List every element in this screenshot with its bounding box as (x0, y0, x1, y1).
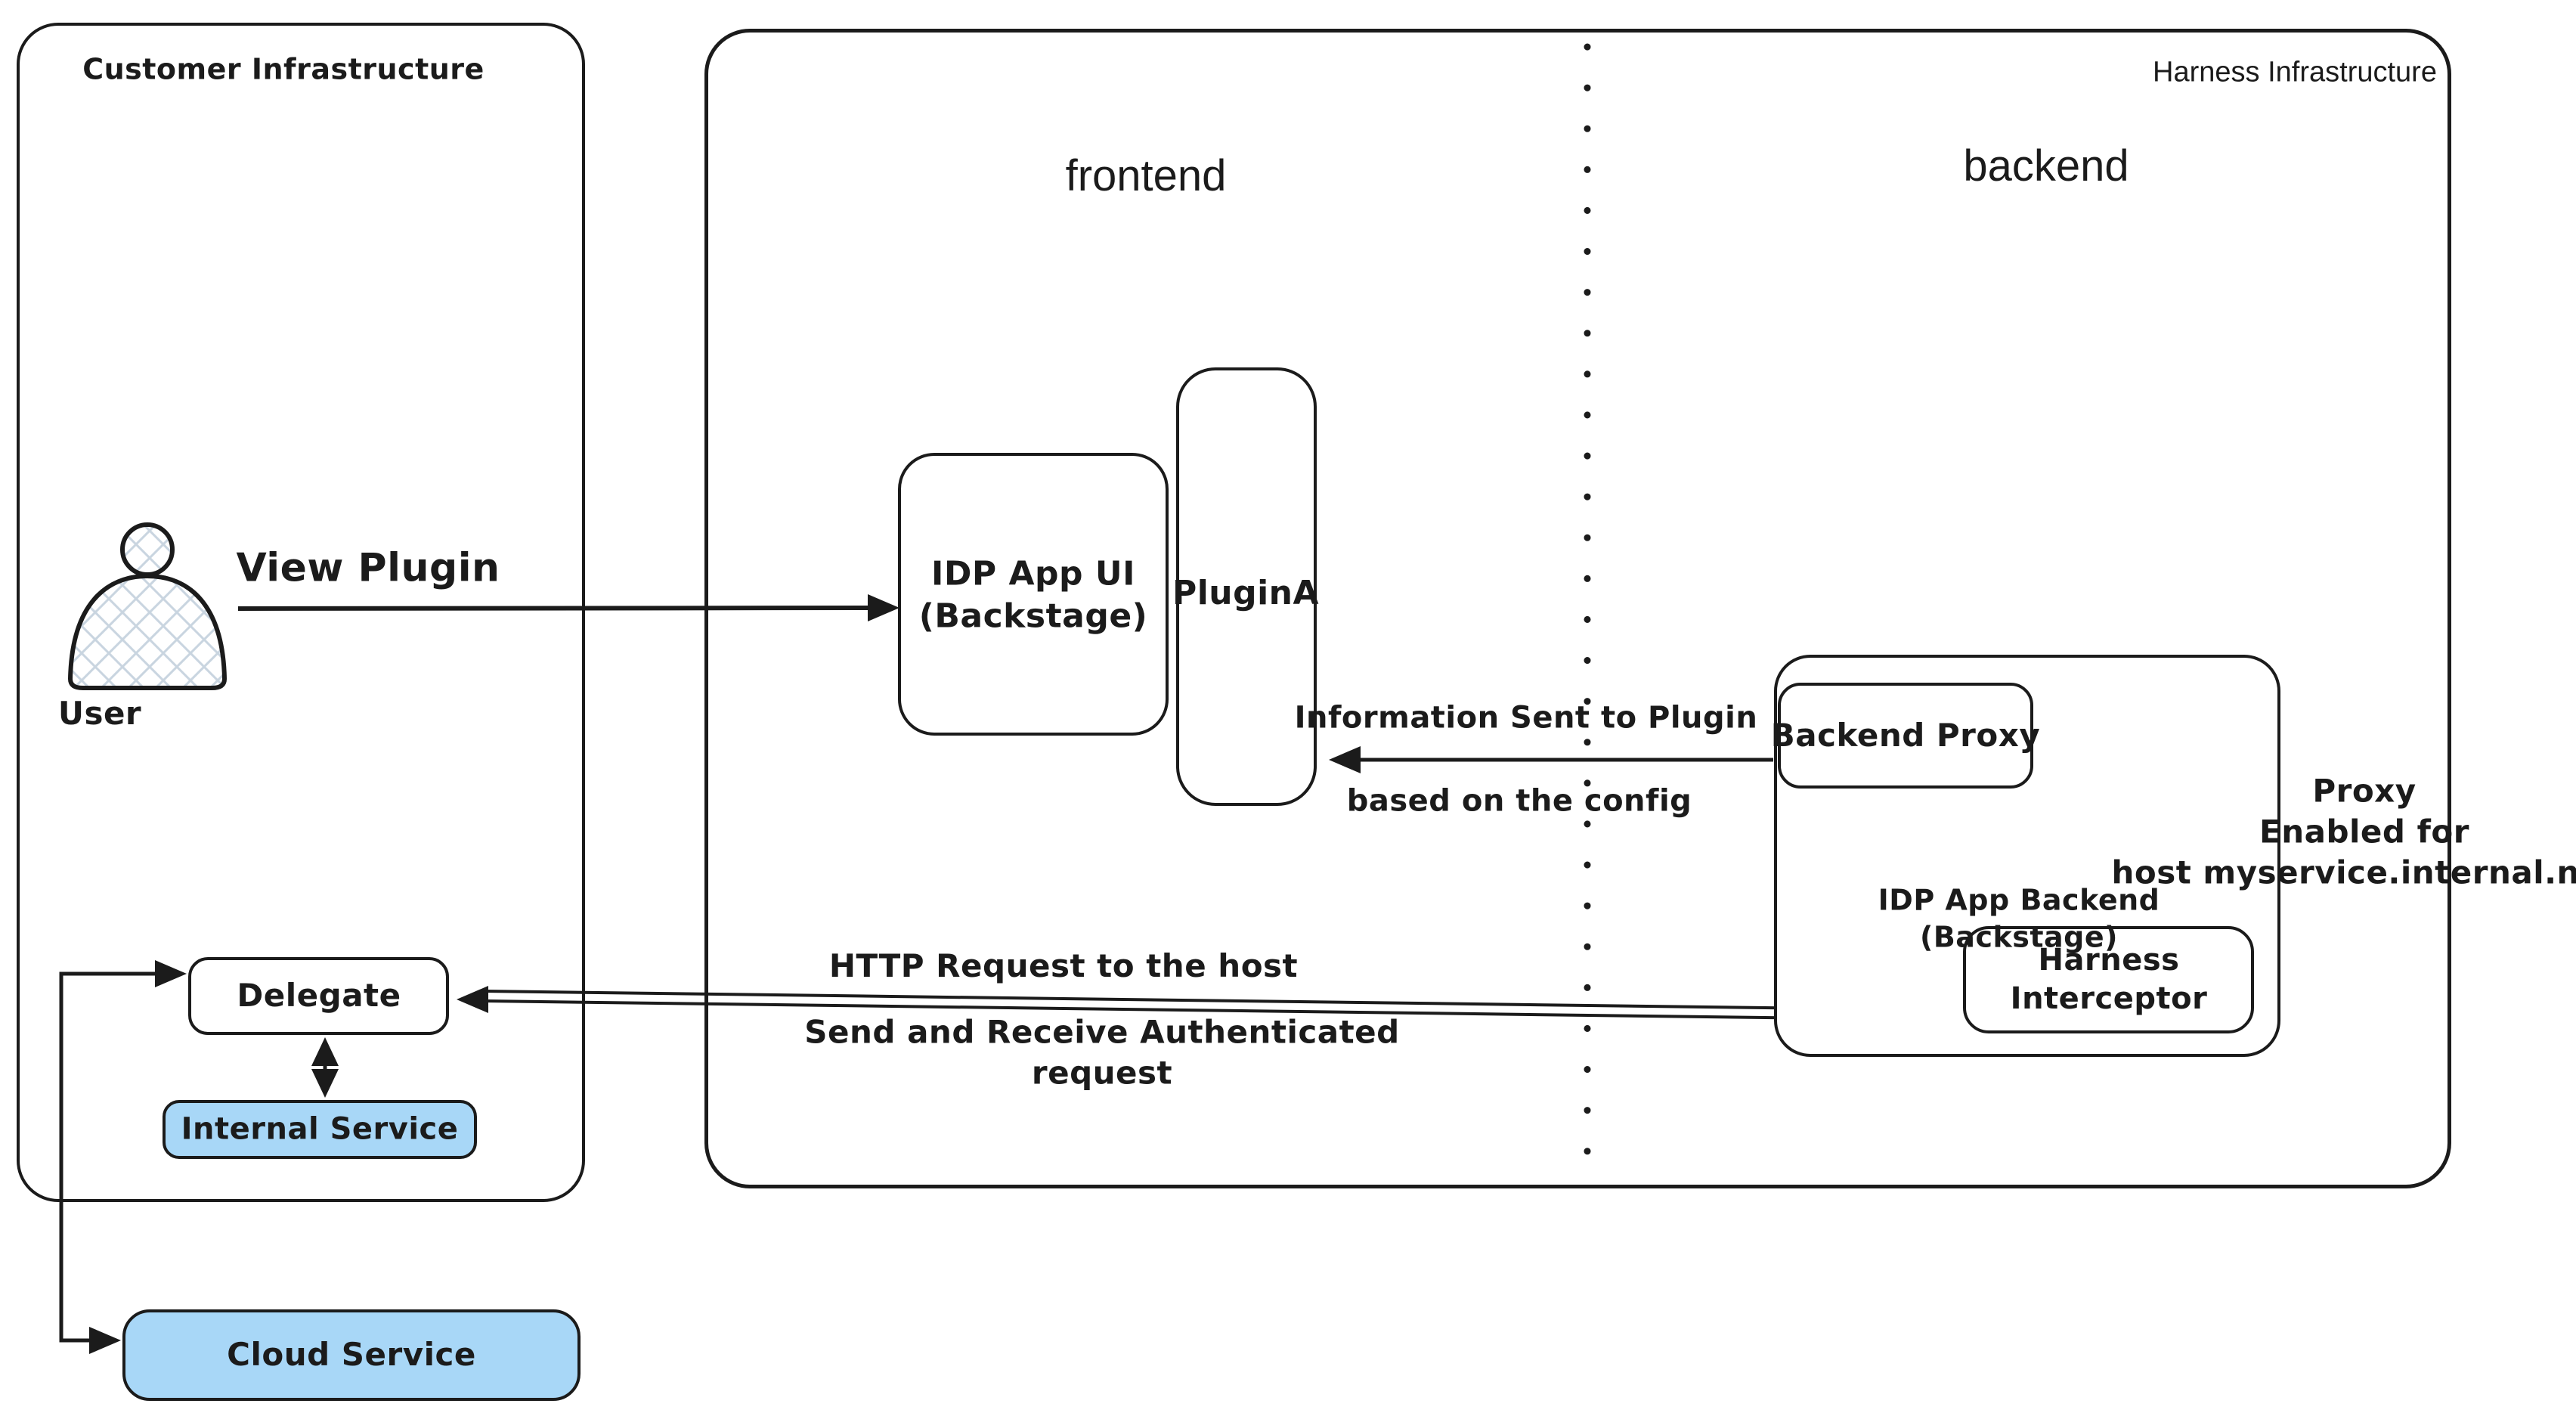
harness-interceptor-line1: Harness (2038, 942, 2180, 978)
delegate-label: Delegate (237, 977, 401, 1015)
backend-proxy-label: Backend Proxy (1770, 717, 2041, 754)
delegate-cloud-connector (59, 960, 187, 1354)
idp-app-backend-label: IDP App Backend (Backstage) (1878, 882, 2160, 955)
internal-service-box (163, 1100, 477, 1159)
auth-request-label: Send and Receive Authenticated request (804, 1012, 1399, 1093)
backend-proxy-box (1778, 683, 2033, 789)
user-icon (67, 522, 228, 690)
delegate-internal-arrow (311, 1037, 339, 1098)
plugin-a-label: PluginA (1172, 573, 1320, 612)
info-to-plugin-label-line1: Information Sent to Plugin (1294, 700, 1758, 736)
customer-infrastructure-title: Customer Infrastructure (82, 52, 485, 86)
view-plugin-label: View Plugin (236, 545, 500, 591)
auth-request-line1: Send and Receive Authenticated (804, 1013, 1400, 1051)
proxy-note-line3: host myservice.internal.net (2111, 853, 2576, 891)
harness-interceptor-box (1963, 926, 2254, 1033)
harness-infrastructure-title: Harness Infrastructure (2153, 56, 2437, 88)
harness-interceptor-line2: Interceptor (2010, 981, 2208, 1016)
idp-app-ui-box (898, 453, 1169, 736)
plugin-a-box (1176, 367, 1317, 806)
idp-app-ui-label: IDP App UI (Backstage) (919, 553, 1148, 639)
internal-service-label: Internal Service (181, 1111, 459, 1147)
customer-infrastructure-box (17, 23, 585, 1202)
backend-section-label: backend (1963, 141, 2129, 191)
delegate-box (188, 957, 449, 1035)
proxy-note-label: Proxy Enabled for host myservice.interna… (2111, 770, 2576, 892)
proxy-note-line1: Proxy (2312, 772, 2417, 810)
proxy-note-line2: Enabled for (2259, 813, 2469, 851)
idp-app-backend-line2: (Backstage) (1919, 920, 2119, 953)
cloud-service-box (122, 1309, 581, 1401)
idp-app-ui-line1: IDP App UI (931, 554, 1135, 593)
frontend-section-label: frontend (1065, 150, 1227, 200)
auth-request-line2: request (1031, 1054, 1173, 1091)
idp-app-backend-line1: IDP App Backend (1878, 883, 2160, 917)
info-to-plugin-label-line2: based on the config (1346, 783, 1692, 819)
idp-app-ui-line2: (Backstage) (918, 597, 1148, 636)
view-plugin-arrow (237, 594, 899, 621)
cloud-service-label: Cloud Service (227, 1336, 476, 1374)
info-to-plugin-arrow (1329, 746, 1773, 773)
user-label: User (57, 695, 142, 733)
http-request-label: HTTP Request to the host (828, 947, 1299, 985)
harness-interceptor-label: Harness Interceptor (2011, 941, 2208, 1018)
